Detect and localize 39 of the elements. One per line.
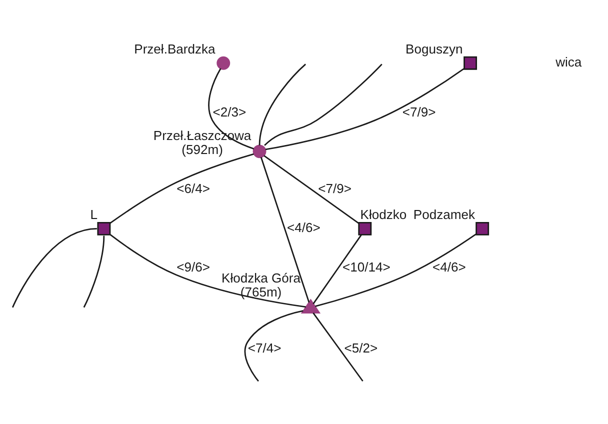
edge-label: <7/4>: [248, 340, 282, 356]
connector: [312, 312, 364, 382]
node-label: Kłodzka Góra: [222, 270, 300, 285]
node-box: [476, 221, 490, 235]
connector: [260, 156, 310, 302]
node-box: [97, 221, 111, 235]
node-label: Boguszyn: [406, 40, 463, 56]
connector: [258, 63, 306, 145]
node-label: (765m): [240, 284, 282, 299]
connector: [110, 234, 306, 308]
connector: [244, 310, 304, 382]
connector: [208, 68, 254, 149]
connector: [312, 234, 362, 304]
edge-label: <5/2>: [344, 340, 378, 356]
edge-label: <7/9>: [318, 180, 352, 196]
edge-label: <10/14>: [342, 258, 390, 274]
edge-label: <4/6>: [432, 258, 466, 274]
node-box: [464, 56, 478, 70]
connector: [264, 63, 382, 146]
connector: [83, 235, 105, 308]
node-circle: [216, 56, 230, 70]
connector: [110, 152, 254, 224]
node-label: Przeł.Bardzka: [134, 40, 216, 56]
connector: [315, 233, 476, 306]
edge-label: <7/9>: [402, 104, 436, 120]
node-circle: [252, 144, 266, 158]
connector: [12, 228, 97, 308]
edge-label: <6/4>: [176, 180, 210, 196]
connector: [264, 154, 360, 224]
node-box: [358, 221, 372, 235]
node-label: (592m): [182, 141, 223, 156]
edge-label: <2/3>: [212, 104, 246, 120]
edge-label: <4/6>: [287, 220, 320, 235]
node-label: Podzamek: [413, 206, 475, 222]
label: wica: [556, 54, 582, 69]
connector: [265, 67, 465, 150]
node-label: Kłodzko: [360, 206, 407, 222]
node-label: L: [90, 206, 98, 222]
edge-label: <9/6>: [176, 258, 210, 274]
